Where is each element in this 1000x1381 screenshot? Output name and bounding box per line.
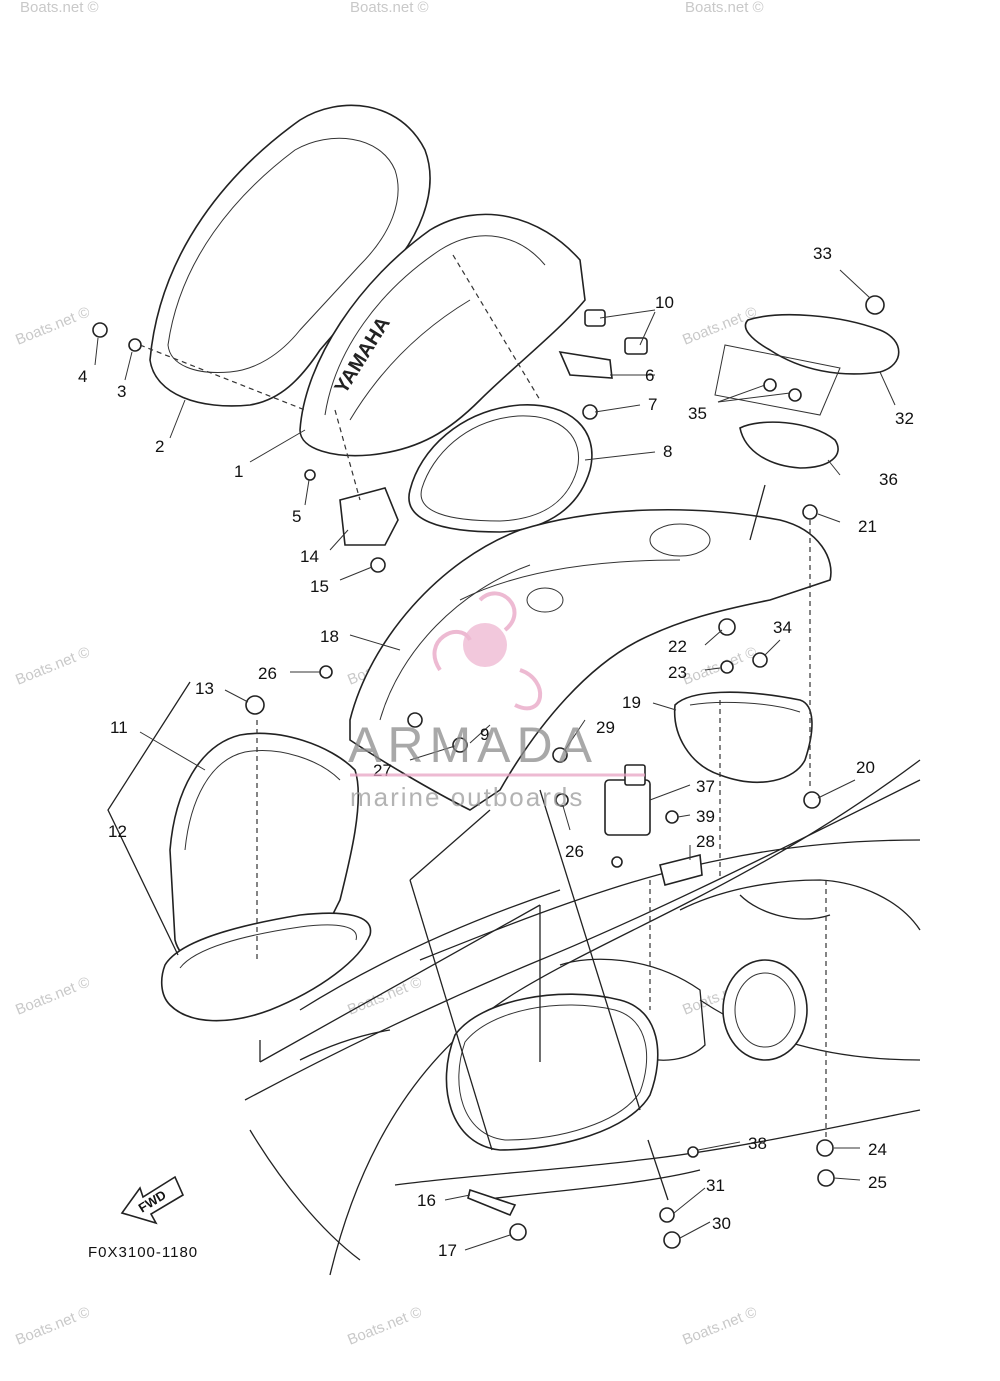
- fasteners: [92, 295, 885, 1249]
- callout-26-upper: 26: [258, 664, 277, 683]
- site-watermark: Boats.net ©: [680, 643, 759, 688]
- group-lines: [107, 484, 766, 1201]
- callout-23: 23: [668, 663, 687, 682]
- part-32-lid: [744, 314, 900, 375]
- callout-11: 11: [110, 718, 128, 737]
- part-2-visor: [149, 104, 431, 407]
- callout-16: 16: [417, 1191, 436, 1210]
- site-watermark: Boats.net ©: [20, 0, 99, 16]
- callout-35: 35: [688, 404, 707, 423]
- callout-18: 18: [320, 627, 339, 646]
- callout-34: 34: [773, 618, 792, 637]
- callout-21: 21: [858, 517, 877, 536]
- site-watermark: Boats.net ©: [13, 643, 92, 688]
- part-35-hinge-plate: [714, 344, 841, 416]
- callouts: 1 2 3 4 5 6 7 8 9 10 11 12 13 14 15 16 1…: [78, 244, 914, 1260]
- armada-subtitle: marine outboards: [350, 782, 584, 812]
- part-36-pad: [739, 421, 839, 469]
- diagram-code: F0X3100-1180: [88, 1244, 198, 1261]
- fwd-arrow-icon: FWD: [120, 1175, 185, 1225]
- callout-7: 7: [648, 395, 657, 414]
- callout-10: 10: [655, 293, 674, 312]
- part-10-caps: [584, 309, 648, 355]
- armada-title: ARMADA: [348, 717, 598, 773]
- part-6-bracket: [558, 350, 613, 379]
- callout-30: 30: [712, 1214, 731, 1233]
- callout-36: 36: [879, 470, 898, 489]
- assembly-lines: [139, 254, 827, 1140]
- callout-15: 15: [310, 577, 329, 596]
- hull-vent: [722, 959, 808, 1061]
- callout-20: 20: [856, 758, 875, 777]
- callout-39: 39: [696, 807, 715, 826]
- callout-33: 33: [813, 244, 832, 263]
- callout-29: 29: [596, 718, 615, 737]
- callout-25: 25: [868, 1173, 887, 1192]
- callout-8: 8: [663, 442, 672, 461]
- leader-lines: [94, 269, 896, 1251]
- callout-19: 19: [622, 693, 641, 712]
- part-19-tray: [673, 691, 813, 783]
- hull-outline: [244, 759, 921, 1276]
- callout-32: 32: [895, 409, 914, 428]
- callout-14: 14: [300, 547, 319, 566]
- callout-2: 2: [155, 437, 164, 456]
- site-watermark: Boats.net ©: [13, 973, 92, 1018]
- site-watermark: Boats.net ©: [345, 973, 424, 1018]
- part-16-strap: [467, 1188, 517, 1217]
- part-1-cowling: YAMAHA: [299, 213, 586, 457]
- callout-12: 12: [108, 822, 127, 841]
- site-watermark: Boats.net ©: [685, 0, 764, 16]
- callout-37: 37: [696, 777, 715, 796]
- callout-31: 31: [706, 1176, 725, 1195]
- site-watermark: Boats.net ©: [345, 1303, 424, 1348]
- callout-26-lower: 26: [565, 842, 584, 861]
- site-watermark: Boats.net ©: [13, 303, 92, 348]
- site-watermark: Boats.net ©: [680, 1303, 759, 1348]
- callout-17: 17: [438, 1241, 457, 1260]
- callout-3: 3: [117, 382, 126, 401]
- callout-4: 4: [78, 367, 87, 386]
- callout-6: 6: [645, 366, 654, 385]
- callout-9: 9: [480, 725, 489, 744]
- callout-5: 5: [292, 507, 301, 526]
- part-14-bracket: [339, 487, 399, 546]
- armada-watermark: ARMADA marine outboards: [348, 591, 645, 812]
- part-12-bucket-gasket: [160, 912, 372, 1022]
- callout-28: 28: [696, 832, 715, 851]
- callout-13: 13: [195, 679, 214, 698]
- callout-22: 22: [668, 637, 687, 656]
- site-watermark: Boats.net ©: [13, 1303, 92, 1348]
- deck-hatch-opening: [445, 993, 659, 1151]
- callout-1: 1: [234, 462, 243, 481]
- callout-24: 24: [868, 1140, 887, 1159]
- part-28-plate: [659, 853, 703, 886]
- part-37-latch: [604, 764, 651, 836]
- armada-logo-icon: [432, 591, 543, 711]
- callout-38: 38: [748, 1134, 767, 1153]
- site-watermark: Boats.net ©: [350, 0, 429, 16]
- part-18-deck-cover: [349, 508, 832, 811]
- part-8-gasket: [408, 404, 593, 533]
